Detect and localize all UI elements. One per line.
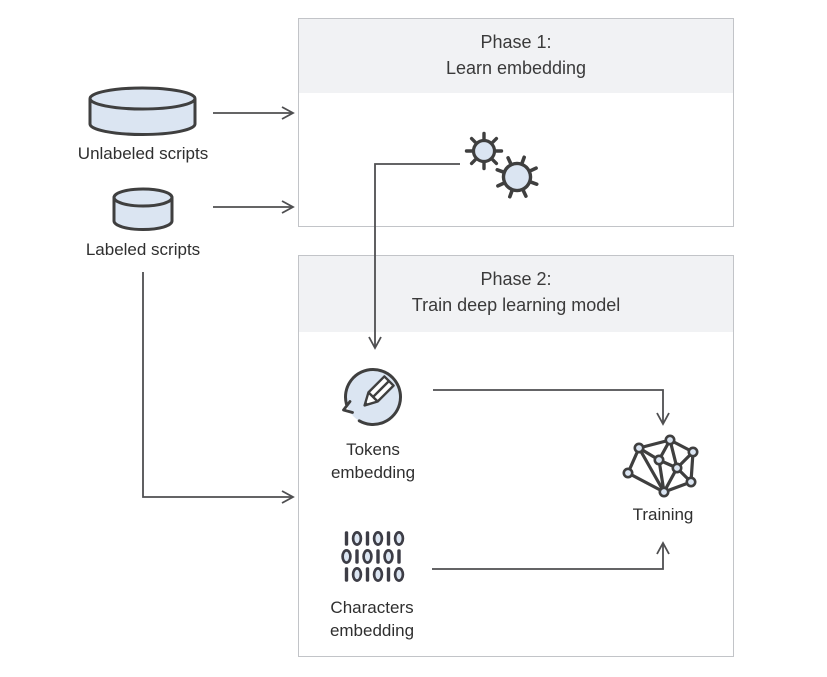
- phase1-header: Phase 1: Learn embedding: [299, 19, 733, 93]
- phase1-title-line1: Phase 1:: [480, 32, 552, 52]
- training-label: Training: [632, 505, 694, 524]
- training-network-icon: [622, 434, 699, 498]
- gears-icon: [464, 131, 539, 199]
- characters-binary-icon: [341, 531, 405, 582]
- characters-embedding-label-line1: Characters: [330, 598, 414, 617]
- tokens-embedding-label: Tokens embedding: [303, 438, 443, 484]
- arrow-characters-to-training: [432, 541, 670, 570]
- phase1-title-line2: Learn embedding: [445, 58, 587, 78]
- phase2-title-line1: Phase 2:: [480, 269, 552, 289]
- tokens-embedding-icon: [342, 368, 402, 426]
- phase2-header: Phase 2: Train deep learning model: [299, 256, 733, 332]
- labeled-scripts-database-icon: [112, 187, 174, 231]
- characters-embedding-label: Characters embedding: [302, 596, 442, 642]
- unlabeled-scripts-label: Unlabeled scripts: [77, 144, 209, 163]
- arrow-tokens-to-training: [433, 389, 670, 426]
- labeled-scripts-label: Labeled scripts: [85, 240, 201, 259]
- arrow-phase1-to-tokens: [368, 163, 460, 350]
- unlabeled-scripts-database-icon: [88, 86, 197, 136]
- phase2-title-line2: Train deep learning model: [411, 295, 621, 315]
- characters-embedding-label-line2: embedding: [329, 621, 415, 640]
- tokens-embedding-label-line2: embedding: [330, 463, 416, 482]
- tokens-embedding-label-line1: Tokens: [346, 440, 400, 459]
- arrow-labeled-to-phase2: [142, 272, 295, 504]
